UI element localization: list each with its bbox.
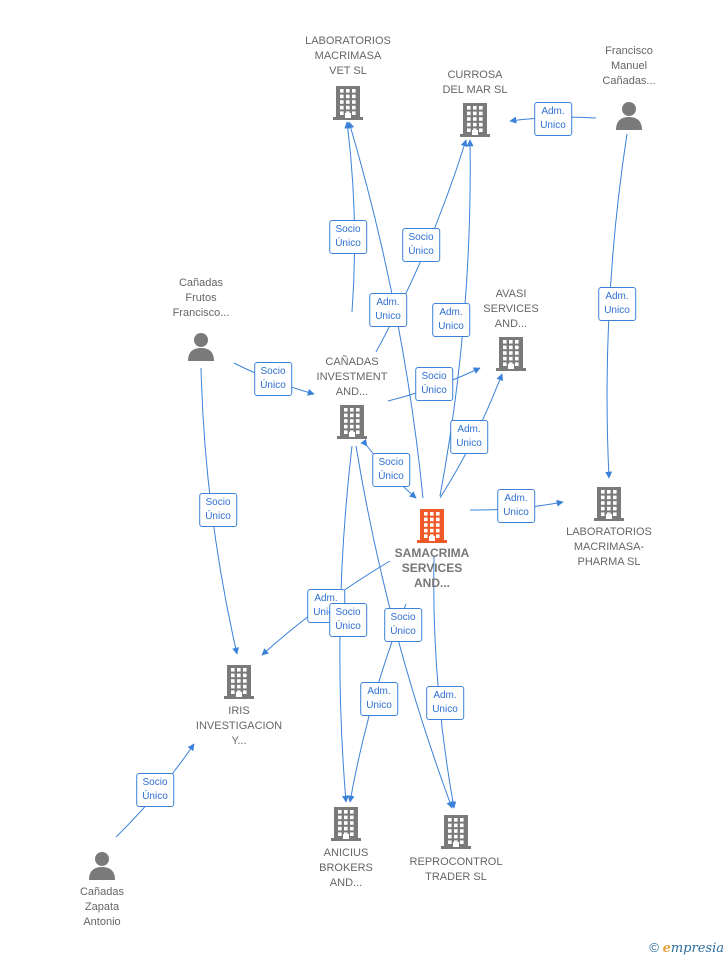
- edge-label-samacrima-to-avasi[interactable]: Adm. Unico: [450, 420, 488, 454]
- building-icon[interactable]: [331, 807, 361, 846]
- building-icon[interactable]: [417, 509, 447, 548]
- edge-label-canadas_inv-to-currosa[interactable]: Socio Único: [402, 228, 440, 262]
- person-icon[interactable]: [87, 850, 117, 885]
- node-label-reprocontrol[interactable]: REPROCONTROL TRADER SL: [409, 856, 503, 883]
- edge-label-canadas_inv-to-avasi[interactable]: Socio Único: [415, 367, 453, 401]
- node-label-zapata[interactable]: Cañadas Zapata Antonio: [79, 886, 125, 928]
- edge-label-canadas_inv-to-lab_vet[interactable]: Socio Único: [329, 220, 367, 254]
- building-icon[interactable]: [441, 815, 471, 854]
- edge-label-samacrima-to-reprocontrol[interactable]: Adm. Unico: [426, 686, 464, 720]
- building-icon[interactable]: [594, 487, 624, 526]
- edge-label-samacrima-to-currosa[interactable]: Adm. Unico: [432, 303, 470, 337]
- edge-label-francisco_manuel-to-lab_pharma[interactable]: Adm. Unico: [598, 287, 636, 321]
- edge-label-canadas_inv-to-anicius[interactable]: Socio Único: [329, 603, 367, 637]
- building-icon[interactable]: [460, 103, 490, 142]
- building-icon[interactable]: [333, 86, 363, 125]
- edge-label-canadas_inv-to-reprocontrol[interactable]: Socio Único: [384, 608, 422, 642]
- edge-canadas_inv-to-lab_vet: [344, 121, 356, 313]
- node-label-avasi[interactable]: AVASI SERVICES AND...: [483, 288, 539, 330]
- footer-brand: © empresia: [649, 940, 724, 956]
- person-icon[interactable]: [186, 331, 216, 366]
- node-label-currosa[interactable]: CURROSA DEL MAR SL: [442, 69, 508, 96]
- node-label-canadas_frutos[interactable]: Cañadas Frutos Francisco...: [172, 277, 230, 319]
- node-label-anicius[interactable]: ANICIUS BROKERS AND...: [319, 847, 373, 889]
- node-label-iris[interactable]: IRIS INVESTIGACION Y...: [195, 705, 283, 747]
- edge-samacrima-to-reprocontrol: [433, 555, 457, 809]
- edge-label-canadas_frutos-to-canadas_inv[interactable]: Socio Único: [254, 362, 292, 396]
- brand-logo-text: mpresia: [670, 941, 724, 956]
- edge-label-zapata-to-iris[interactable]: Socio Único: [136, 773, 174, 807]
- edge-label-francisco_manuel-to-currosa[interactable]: Adm. Unico: [534, 102, 572, 136]
- edge-label-samacrima-to-lab_vet[interactable]: Adm. Unico: [369, 293, 407, 327]
- node-label-francisco_manuel[interactable]: Francisco Manuel Cañadas...: [602, 45, 656, 87]
- edge-label-canadas_frutos-to-iris[interactable]: Socio Único: [199, 493, 237, 527]
- edge-label-canadas_inv-to-samacrima[interactable]: Socio Único: [372, 453, 410, 487]
- building-icon[interactable]: [496, 337, 526, 376]
- copyright-symbol: ©: [649, 940, 659, 955]
- building-icon[interactable]: [224, 665, 254, 704]
- node-label-lab_pharma[interactable]: LABORATORIOS MACRIMASA- PHARMA SL: [566, 526, 652, 568]
- edge-label-samacrima-to-anicius[interactable]: Adm. Unico: [360, 682, 398, 716]
- node-label-lab_vet[interactable]: LABORATORIOS MACRIMASA VET SL: [305, 35, 391, 77]
- node-label-samacrima[interactable]: SAMACRIMA SERVICES AND...: [394, 546, 470, 590]
- person-icon[interactable]: [614, 100, 644, 135]
- brand-logo-initial: e: [662, 941, 671, 956]
- edge-label-samacrima-to-lab_pharma[interactable]: Adm. Unico: [497, 489, 535, 523]
- node-label-canadas_inv[interactable]: CAÑADAS INVESTMENT AND...: [316, 356, 388, 398]
- building-icon[interactable]: [337, 405, 367, 444]
